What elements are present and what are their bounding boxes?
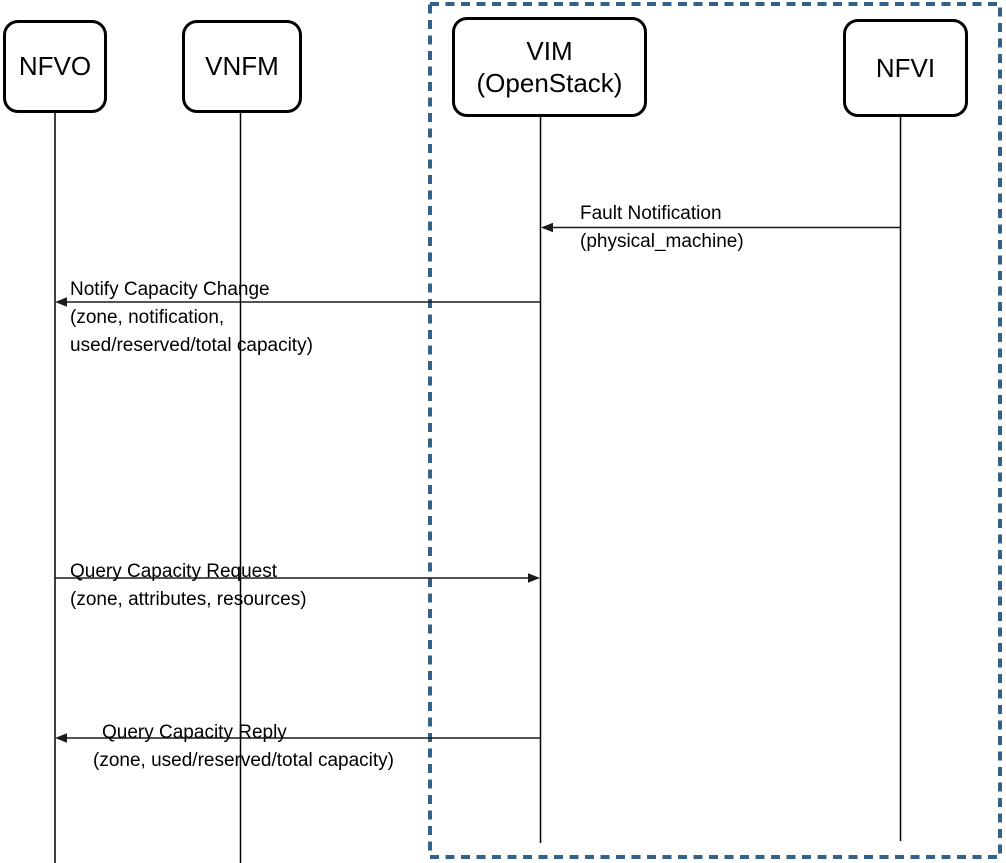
actor-box-nfvi: NFVI [843,19,968,117]
message-label-query-capacity-reply: Query Capacity Reply (zone, used/reserve… [93,719,394,775]
message-text-line: used/reserved/total capacity) [70,335,313,356]
actor-label-vim-line2: (OpenStack) [476,68,623,98]
message-text-line: (zone, used/reserved/total capacity) [93,750,394,771]
message-label-fault-notification: Fault Notification (physical_machine) [580,200,744,256]
message-label-notify-capacity-change: Notify Capacity Change (zone, notificati… [70,276,313,360]
arrowhead-fault-notification [541,222,553,233]
actor-label-nfvo: NFVO [18,51,92,82]
arrowhead-notify-capacity-change [55,297,67,307]
message-text-line: Fault Notification [580,203,722,224]
arrowhead-query-capacity-reply [55,733,67,743]
vim-nfvi-dashed-boundary [428,2,1002,859]
message-text-line: Query Capacity Request [70,561,277,582]
actor-label-nfvi: NFVI [875,52,936,83]
actor-label-vnfm: VNFM [205,51,279,82]
message-text-line: (physical_machine) [580,231,744,252]
actor-label-vim-line1: VIM [526,35,573,66]
message-text-line: (zone, notification, [70,307,225,328]
message-label-query-capacity-request: Query Capacity Request (zone, attributes… [70,558,307,614]
actor-box-vim: VIM (OpenStack) [452,17,647,117]
actor-box-nfvo: NFVO [3,20,107,113]
message-text-line: (zone, attributes, resources) [70,589,307,610]
message-text-line: Notify Capacity Change [70,279,270,300]
actor-box-vnfm: VNFM [182,20,302,113]
arrowhead-query-capacity-request [528,573,540,583]
message-text-line: Query Capacity Reply [102,722,287,743]
